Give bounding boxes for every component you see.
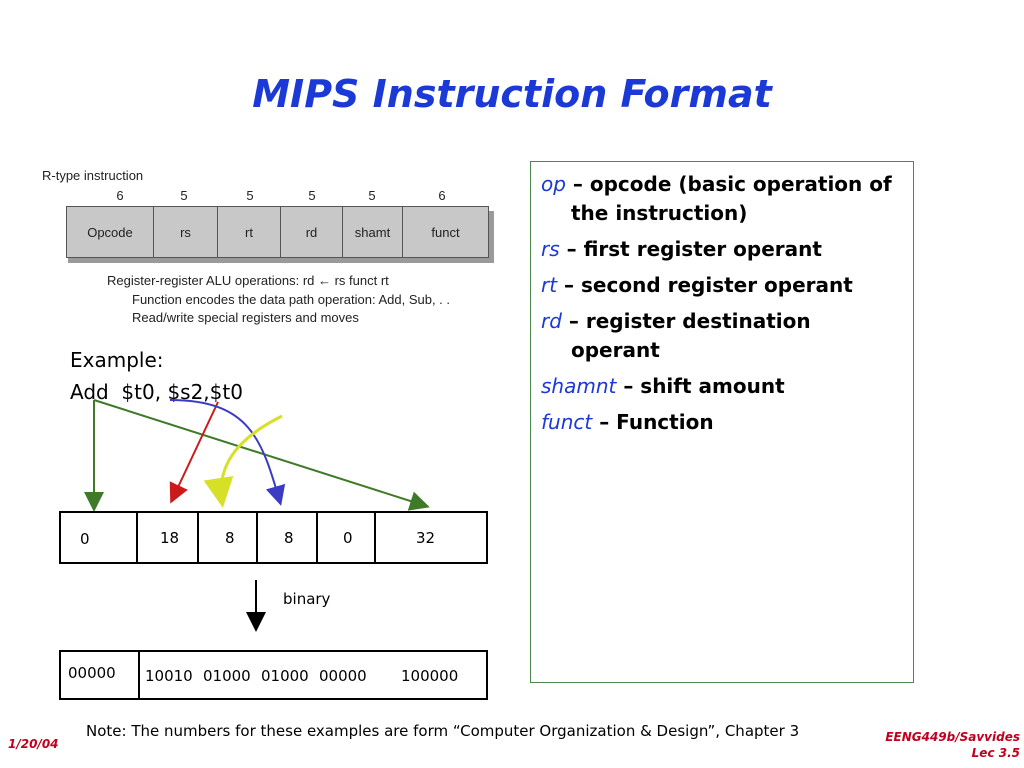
bit-width: 6 (438, 188, 446, 203)
bit-width: 5 (308, 188, 316, 203)
figure-line: Register-register ALU operations: rd ← r… (107, 273, 389, 288)
decimal-rt: 8 (225, 529, 235, 547)
binary-rd: 01000 (261, 667, 309, 685)
rd-arrow (169, 399, 286, 506)
figure-caption: R-type instruction (42, 168, 144, 183)
footer-course: EENG449b/Savvides Lec 3.5 (880, 729, 1020, 761)
def-rt: rt – second register operant (541, 273, 853, 297)
decimal-op: 0 (80, 530, 90, 548)
def-shamnt: shamnt – shift amount (541, 374, 785, 398)
footer-course-name: EENG449b/Savvides (885, 730, 1020, 744)
funct-arrow (93, 399, 430, 511)
binary-funct: 100000 (401, 667, 459, 685)
field-opcode: Opcode (66, 206, 154, 258)
footer-date: 1/20/04 (8, 737, 59, 751)
decimal-rs: 18 (160, 529, 180, 547)
decimal-rd: 8 (284, 529, 294, 547)
def-rs: rs – first register operant (541, 237, 822, 261)
slide-title: MIPS Instruction Format (252, 72, 772, 116)
source-note: Note: The numbers for these examples are… (86, 722, 800, 740)
field-rt: rt (217, 206, 281, 258)
field-definitions: op – opcode (basic operation of the inst… (530, 161, 914, 683)
binary-rs: 10010 (145, 667, 193, 685)
rt-arrow (203, 414, 283, 508)
def-op: op – opcode (basic operation of the inst… (541, 172, 892, 225)
rs-arrow (169, 401, 219, 504)
decimal-row (59, 511, 488, 564)
binary-label: binary (283, 590, 331, 608)
bit-width: 5 (246, 188, 254, 203)
binary-shamt: 00000 (319, 667, 367, 685)
bit-width: 6 (116, 188, 124, 203)
field-funct: funct (402, 206, 489, 258)
figure-line: Function encodes the data path operation… (132, 292, 451, 307)
decimal-shamt: 0 (343, 529, 353, 547)
decimal-funct: 32 (416, 529, 436, 547)
example-label: Example: (70, 348, 164, 372)
binary-rt: 01000 (203, 667, 251, 685)
field-rs: rs (153, 206, 218, 258)
field-rd: rd (280, 206, 343, 258)
binary-row (59, 650, 488, 700)
field-shamt: shamt (342, 206, 403, 258)
footer-lecture: Lec 3.5 (971, 746, 1020, 760)
binary-op: 00000 (68, 664, 116, 682)
def-rd: rd – register destination operant (541, 309, 811, 362)
bit-width: 5 (368, 188, 376, 203)
def-funct: funct – Function (541, 410, 714, 434)
bit-width: 5 (180, 188, 188, 203)
figure-line: Read/write special registers and moves (132, 310, 359, 325)
